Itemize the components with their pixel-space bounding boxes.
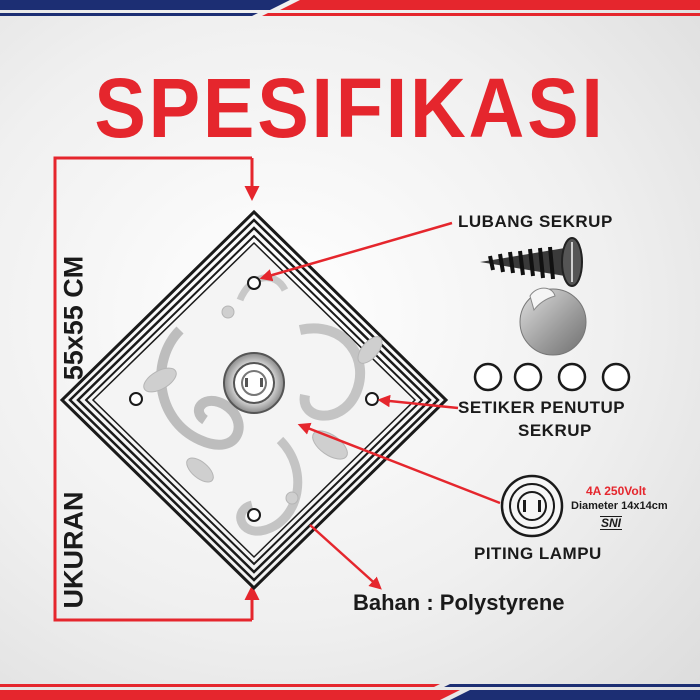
- screw-hole-bottom: [247, 508, 261, 522]
- screw-icon: [480, 237, 583, 287]
- ceiling-panel: [59, 209, 449, 591]
- top-stripe: [0, 0, 700, 16]
- sticker-circles: [473, 362, 631, 392]
- floral-ornament: [143, 274, 383, 536]
- screw-hole-label: LUBANG SEKRUP: [458, 212, 613, 231]
- sni-badge: SNI: [600, 516, 623, 530]
- screw-cover-label-line1: SETIKER PENUTUP: [458, 398, 626, 417]
- sticker-icon: [519, 287, 587, 356]
- lamp-socket-label: PITING LAMPU: [474, 544, 602, 563]
- bottom-stripe: [0, 684, 700, 700]
- diameter-label: Diameter 14x14cm: [571, 500, 668, 512]
- electrical-rating: 4A 250Volt: [586, 484, 647, 498]
- dimension-label: UKURAN: [58, 491, 89, 609]
- screw-cover-label-line2: SEKRUP: [518, 421, 592, 440]
- lamp-socket-detail-icon: [500, 474, 564, 538]
- page-title: SPESIFIKASI: [94, 61, 606, 155]
- material-label: Bahan : Polystyrene: [353, 590, 565, 615]
- arrow-icon: [259, 221, 501, 590]
- lamp-socket-icon: [223, 352, 285, 414]
- dimension-bracket: [53, 156, 260, 622]
- screw-hole-top: [247, 276, 261, 290]
- dimension-size-label: 55x55 CM: [58, 255, 89, 381]
- screw-hole-left: [129, 392, 143, 406]
- screw-hole-right: [365, 392, 379, 406]
